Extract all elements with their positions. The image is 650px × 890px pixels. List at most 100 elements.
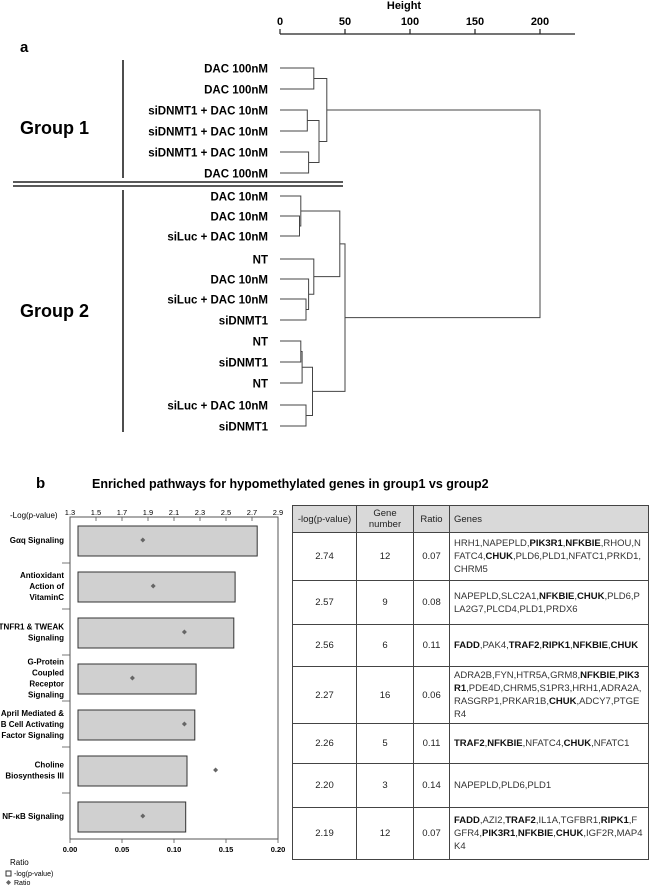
genes-cell: HRH1,NAPEPLD,PIK3R1,NFKBIE,RHOU,NFATC4,C… [449,532,649,581]
dendrogram-leaf-label: siDNMT1 [219,316,269,328]
dendrogram-leaf-label: DAC 10nM [210,212,268,224]
top-tick-label: 1.5 [91,508,101,517]
dendrogram-branch [280,340,302,363]
dendrogram-leaf-label: NT [253,255,268,267]
dendrogram-leaf-label: NT [253,337,268,349]
dendrogram-branch [313,78,328,142]
ratio-point [140,537,146,543]
col-header-ratio: Ratio [413,505,450,533]
gene-number-cell: 16 [356,666,414,724]
ratio-cell: 0.14 [413,763,450,808]
pvalue-cell: 2.74 [292,532,357,581]
ratio-cell: 0.07 [413,532,450,581]
dendrogram-branch [280,298,307,321]
pvalue-cell: 2.57 [292,580,357,625]
ratio-cell: 0.08 [413,580,450,625]
gene-number-cell: 12 [356,532,414,581]
genes-cell: FADD,PAK4,TRAF2,RIPK1,NFKBIE,CHUK [449,624,649,667]
ratio-cell: 0.11 [413,624,450,667]
dendrogram-branch [326,109,541,319]
top-tick-label: 2.3 [195,508,205,517]
group1-label: Group 1 [20,118,89,138]
group2-label: Group 2 [20,301,89,321]
dendrogram-branch [280,351,303,384]
col-header-pvalue: -log(p-value) [292,505,357,533]
dendrogram-branch [280,215,300,237]
pvalue-bar [77,801,187,833]
panel-b-title: Enriched pathways for hypomethylated gen… [92,477,489,491]
pvalue-cell: 2.27 [292,666,357,724]
ratio-point [181,629,187,635]
top-axis-label: -Log(p-value) [10,511,58,520]
ratio-points [129,537,219,819]
dendrogram-branch [302,366,313,416]
dendrogram-branch [280,195,302,227]
ratio-cell: 0.11 [413,723,450,764]
dendrogram-branch [300,210,341,278]
dendrogram-leaf-label: siDNMT1 + DAC 10nM [148,106,268,118]
col-header-gene-number: Gene number [356,505,414,533]
dendrogram-leaf-label: siDNMT1 [219,358,269,370]
pvalue-bar [77,571,236,603]
genes-cell: ADRA2B,FYN,HTR5A,GRM8,NFKBIE,PIK3R1,PDE4… [449,666,649,724]
dendrogram-branch [280,151,310,174]
pvalue-bar [77,525,258,557]
top-tick-label: 2.7 [247,508,257,517]
top-tick-label: 2.1 [169,508,179,517]
top-tick-label: 2.9 [273,508,283,517]
height-tick-label: 100 [401,16,419,28]
genes-cell: TRAF2,NFKBIE,NFATC4,CHUK,NFATC1 [449,723,649,764]
legend-item-pvalue: -log(p-value) [14,871,53,878]
bottom-tick-label: 0.15 [219,845,234,854]
ratio-point [150,583,156,589]
dendrogram [280,67,541,427]
pvalue-bar [77,709,196,741]
ratio-point [181,721,187,727]
legend-bar-swatch [5,870,12,877]
dendrogram-leaf-label: siLuc + DAC 10nM [167,295,268,307]
ratio-point [140,813,146,819]
genes-cell: NAPEPLD,SLC2A1,NFKBIE,CHUK,PLD6,PLA2G7,P… [449,580,649,625]
dendrogram-leaf-label: siLuc + DAC 10nM [167,401,268,413]
dendrogram-leaf-label: siDNMT1 + DAC 10nM [148,148,268,160]
panel-a-label: a [20,39,29,56]
ratio-point [213,767,219,773]
dendrogram-branch [280,67,315,90]
pvalue-cell: 2.20 [292,763,357,808]
ratio-cell: 0.07 [413,807,450,860]
height-tick-label: 0 [277,16,283,28]
genes-cell: NAPEPLD,PLD6,PLD1 [449,763,649,808]
dendrogram-leaf-label: siDNMT1 + DAC 10nM [148,127,268,139]
pvalue-bar [77,617,235,649]
dendrogram-branch [280,404,307,427]
dendrogram-branch [280,109,308,132]
gene-number-cell: 9 [356,580,414,625]
legend-point-swatch [6,880,11,885]
height-tick-label: 200 [531,16,549,28]
legend-item-ratio: Ratio [14,880,30,887]
top-tick-label: 2.5 [221,508,231,517]
category-label: Gαq Signaling [10,536,64,545]
panel-b-label: b [36,475,45,492]
category-label: NF-κB Signaling [2,812,64,821]
gene-number-cell: 3 [356,763,414,808]
table-header-row: -log(p-value) Gene number Ratio Genes [292,505,649,533]
pvalue-bar [77,755,188,787]
col-header-genes: Genes [449,505,649,533]
dendrogram-leaf-label: siDNMT1 [219,422,269,434]
height-tick-label: 50 [339,16,351,28]
dendrogram-leaf-label: NT [253,379,268,391]
dendrogram-leaf-label: DAC 10nM [210,192,268,204]
